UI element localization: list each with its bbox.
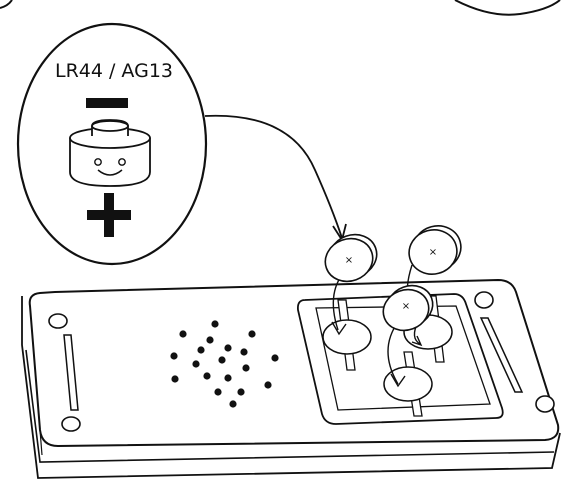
battery-slot-3 [383,351,433,417]
partial-circle-top-left [0,0,13,9]
callout-pointer-arrow [204,114,343,239]
positive-terminal-symbol [87,193,131,237]
battery-type-label: LR44 / AG13 [54,60,173,82]
partial-circle-top-right [454,0,561,16]
device-body [21,278,561,479]
coin-cell-plus-mark: × [345,255,353,266]
coin-cell-top-right [408,225,462,275]
negative-terminal-symbol [86,98,128,108]
battery-cell-icon [69,119,151,187]
coin-cell-plus-mark: × [402,301,410,312]
coin-cell-middle [382,284,434,332]
coin-cell-plus-mark: × [429,247,437,258]
speaker-grille [170,320,279,408]
coin-cell-top-left [324,233,378,283]
